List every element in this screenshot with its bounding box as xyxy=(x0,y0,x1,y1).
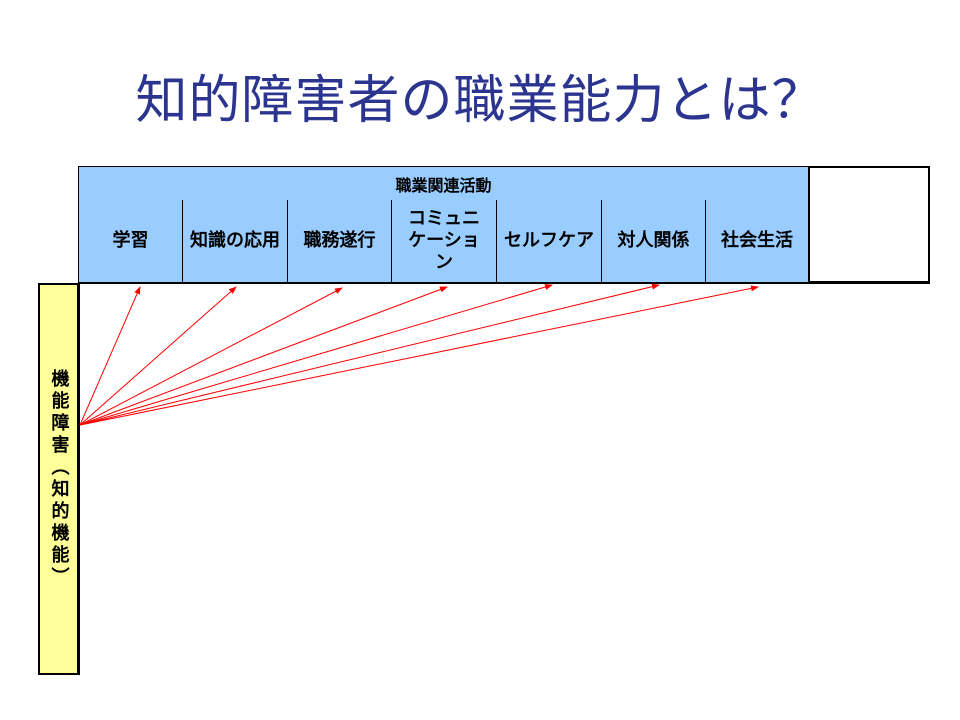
arrow xyxy=(79,285,759,426)
column-header: 知識の応用 xyxy=(183,200,288,282)
row-header-label: 機能障害（知的機能） xyxy=(48,369,70,589)
column-header: 対人関係 xyxy=(602,200,706,282)
column-header: コミュニケーション xyxy=(392,200,497,282)
arrow xyxy=(79,286,448,426)
arrow xyxy=(79,284,553,426)
arrow xyxy=(79,283,660,426)
slide-title: 知的障害者の職業能力とは？ xyxy=(135,71,825,131)
column-header: 学習 xyxy=(79,200,183,282)
arrow xyxy=(79,286,237,426)
row-header: 機能障害（知的機能） xyxy=(38,283,80,675)
arrow xyxy=(79,286,141,426)
column-header: セルフケア xyxy=(497,200,602,282)
arrow xyxy=(79,287,343,426)
column-header: 社会生活 xyxy=(706,200,810,282)
column-header: 職務遂行 xyxy=(288,200,392,282)
corner-cell xyxy=(38,166,80,284)
